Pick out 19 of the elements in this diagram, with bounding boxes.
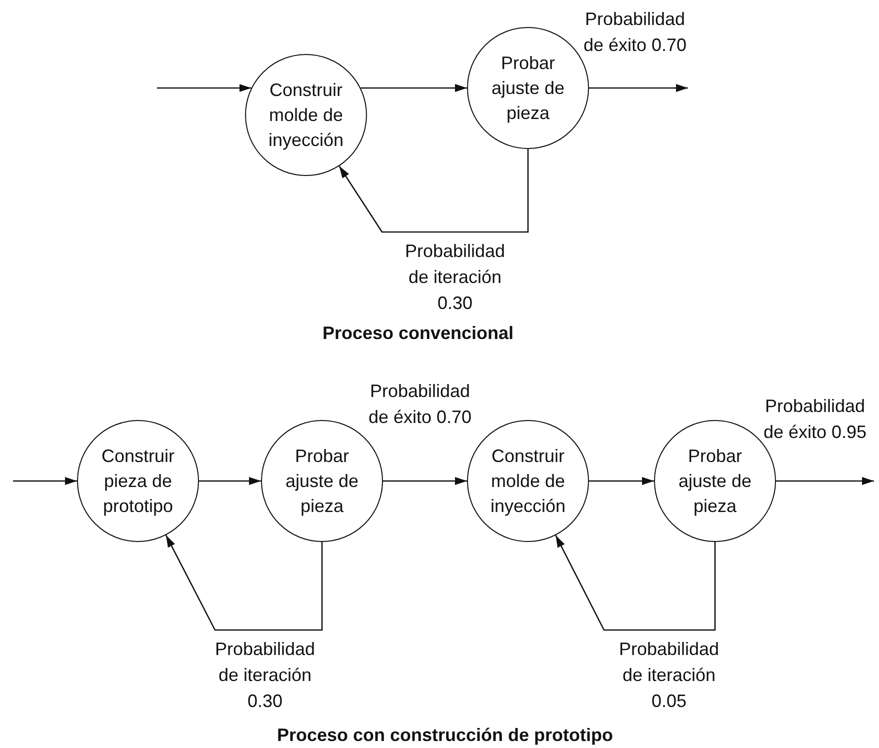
node-text: Construir molde de inyección bbox=[489, 444, 567, 518]
arrow bbox=[589, 477, 654, 485]
arrow bbox=[383, 477, 467, 485]
arrow bbox=[338, 149, 529, 233]
node-text: Construir pieza de prototipo bbox=[100, 444, 176, 518]
section-caption: Proceso convencional bbox=[322, 322, 514, 344]
node-text: Probar ajuste de pieza bbox=[677, 444, 753, 518]
arrow bbox=[555, 535, 716, 631]
arrow bbox=[157, 84, 252, 92]
arrow bbox=[13, 477, 77, 485]
arrow bbox=[165, 534, 323, 631]
node-text: Probar ajuste de pieza bbox=[284, 444, 360, 518]
arrow bbox=[199, 477, 261, 485]
arrow bbox=[776, 477, 874, 485]
arrow bbox=[589, 84, 688, 92]
arrow bbox=[360, 84, 467, 92]
node-text: Construir molde de inyección bbox=[267, 78, 345, 152]
section-caption: Proceso con construcción de prototipo bbox=[276, 724, 614, 746]
node-text: Probar ajuste de pieza bbox=[490, 52, 566, 125]
